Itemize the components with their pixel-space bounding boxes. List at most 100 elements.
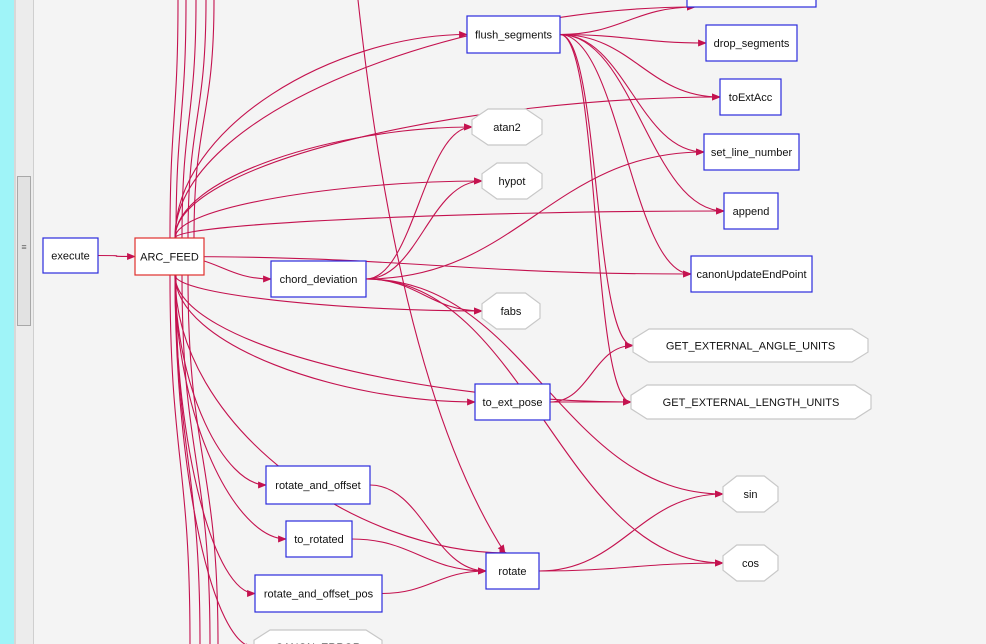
edge-execute-to-arc_feed [97, 252, 136, 261]
node-label: flush_segments [475, 30, 553, 42]
edge-flush_segments-to-top_box [559, 3, 696, 36]
edge-chord_deviation-to-set_line_number [365, 148, 705, 280]
node-to-ext-pose[interactable]: to_ext_pose [474, 383, 551, 421]
node-shape [481, 292, 541, 330]
node-shape [42, 237, 99, 274]
edge-flush_segments-to-get_ext_angle [559, 33, 634, 349]
edge-offscreen-5 [169, 274, 191, 644]
edge-arc_feed-to-to_rotated [174, 274, 287, 543]
edge-offscreen-0 [169, 0, 179, 239]
node-shape [705, 24, 798, 62]
edge-offscreen-4 [193, 0, 215, 239]
edge-arc_feed-to-get_ext_length [174, 274, 632, 406]
node-atan2[interactable]: atan2 [471, 108, 543, 146]
node-cos[interactable]: cos [722, 544, 779, 582]
edge-offscreen-3 [187, 0, 207, 239]
node-label: to_rotated [294, 534, 344, 546]
node-shape [285, 520, 353, 558]
node-get-ext-length[interactable]: GET_EXTERNAL_LENGTH_UNITS [630, 384, 872, 420]
node-shape [471, 108, 543, 146]
node-toExtAcc[interactable]: toExtAcc [719, 78, 782, 116]
edge-rotate_and_offset-to-rotate [369, 484, 487, 575]
edge-offscreen-2 [181, 0, 197, 239]
left-panel-edge [0, 0, 14, 644]
node-label: chord_deviation [280, 274, 358, 286]
node-label: rotate [498, 566, 526, 578]
node-top-box[interactable] [686, 0, 817, 8]
node-label: GET_EXTERNAL_LENGTH_UNITS [663, 397, 840, 409]
node-shape [719, 78, 782, 116]
edge-arc_feed-to-flush_segments [174, 30, 468, 239]
node-get-ext-angle[interactable]: GET_EXTERNAL_ANGLE_UNITS [632, 328, 869, 363]
node-label: rotate_and_offset [275, 480, 360, 492]
node-shape [630, 384, 872, 420]
node-label: ARC_FEED [140, 252, 199, 264]
edge-arc_feed-to-toExtAcc [174, 93, 721, 239]
node-set-line-number[interactable]: set_line_number [703, 133, 800, 171]
node-append[interactable]: append [723, 192, 779, 230]
node-rotate-and-offset-pos[interactable]: rotate_and_offset_pos [254, 574, 383, 613]
node-label: cos [742, 558, 760, 570]
node-label: fabs [501, 306, 522, 318]
edge-flush_segments-to-drop_segments [559, 33, 707, 47]
node-label: canonUpdateEndPoint [696, 269, 806, 281]
node-flush-segments[interactable]: flush_segments [466, 15, 561, 54]
node-shape [253, 629, 383, 644]
node-label: toExtAcc [729, 92, 773, 104]
node-shape [254, 574, 383, 613]
edge-arc_feed-to-atan2 [174, 123, 473, 239]
edge-flush_segments-to-toExtAcc [559, 33, 721, 101]
edge-rotate_and_offset_pos-to-rotate [381, 567, 487, 595]
node-shape [690, 255, 813, 293]
edge-arc_feed-to-rotate [174, 274, 509, 557]
node-shape [265, 465, 371, 505]
edge-flush_segments-to-canonUpdateEndPoint [559, 33, 692, 278]
edge-to_rotated-to-rotate [351, 538, 487, 575]
node-chord-deviation[interactable]: chord_deviation [270, 260, 367, 298]
node-shape [474, 383, 551, 421]
edge-offscreen-6 [175, 274, 201, 644]
node-shape [466, 15, 561, 54]
node-fabs[interactable]: fabs [481, 292, 541, 330]
edge-chord_deviation-to-hypot [365, 177, 483, 280]
node-label: rotate_and_offset_pos [264, 589, 374, 601]
grip-icon: ≡ [21, 242, 27, 252]
left-panel-border [14, 0, 16, 644]
node-shape [723, 192, 779, 230]
edge-arc_feed-to-canon_error [174, 274, 255, 644]
node-rotate[interactable]: rotate [485, 552, 540, 590]
node-arc-feed[interactable]: ARC_FEED [134, 237, 205, 276]
edge-chord_deviation-to-cos [365, 278, 724, 567]
edge-layer [97, 0, 725, 644]
node-canonUpdateEndPoint[interactable]: canonUpdateEndPoint [690, 255, 813, 293]
edge-flush_segments-to-get_ext_length [559, 33, 632, 406]
edge-to_ext_pose-to-get_ext_angle [549, 341, 634, 403]
node-label: drop_segments [714, 38, 790, 50]
node-drop-segments[interactable]: drop_segments [705, 24, 798, 62]
node-to-rotated[interactable]: to_rotated [285, 520, 353, 558]
node-label: sin [743, 489, 757, 501]
edge-offscreen-1 [175, 0, 187, 239]
edge-rotate-to-sin [538, 490, 724, 572]
node-label: to_ext_pose [483, 397, 543, 409]
node-label: append [733, 206, 770, 218]
node-hypot[interactable]: hypot [481, 162, 543, 200]
edge-arc_feed-to-canonUpdateEndPoint [172, 255, 692, 278]
edge-arc_feed-to-rotate_and_offset [174, 274, 267, 489]
edge-offscreen-7 [181, 274, 211, 644]
call-graph-canvas: execute ARC_FEED flush_segments drop_segmen… [42, 0, 872, 644]
node-canon-error[interactable]: CANON_ERROR [253, 629, 383, 644]
node-label: atan2 [493, 122, 521, 134]
splitter-handle[interactable]: ≡ [17, 176, 31, 326]
edge-chord_deviation-to-fabs [365, 278, 483, 315]
edge-offscreen-to-rotate [357, 0, 506, 554]
node-label: execute [51, 251, 90, 263]
node-shape [134, 237, 205, 276]
node-execute[interactable]: execute [42, 237, 99, 274]
edge-arc_feed-to-append [174, 207, 725, 239]
node-label: CANON_ERROR [275, 642, 361, 644]
node-shape [686, 0, 817, 8]
node-sin[interactable]: sin [722, 475, 779, 513]
edge-offscreen-8 [187, 274, 219, 644]
node-rotate-and-offset[interactable]: rotate_and_offset [265, 465, 371, 505]
